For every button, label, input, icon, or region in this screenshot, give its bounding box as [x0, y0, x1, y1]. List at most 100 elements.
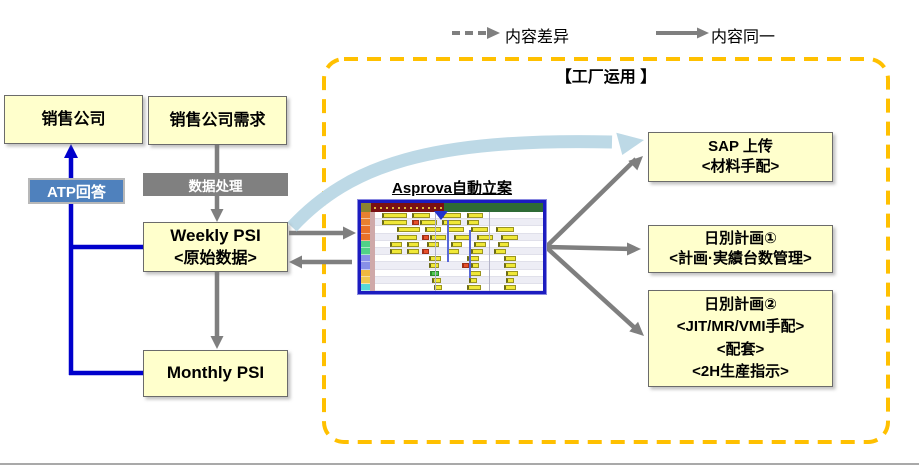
gantt-bar	[506, 277, 515, 283]
data-processing-box: 数据处理	[143, 173, 288, 196]
gantt-bar	[506, 270, 518, 276]
gantt-row	[375, 269, 543, 277]
gantt-row	[375, 283, 543, 292]
gantt-row	[375, 247, 543, 256]
gantt-row	[375, 255, 543, 263]
gantt-bar	[411, 220, 419, 226]
sales-demand-label: 销售公司需求	[169, 111, 266, 129]
monthly-psi-box: Monthly PSI	[143, 350, 288, 397]
gantt-row	[375, 226, 543, 234]
legend-solid-arrow	[656, 27, 709, 39]
daily-plan2-title: 日別計画②	[704, 295, 777, 313]
gantt-bar	[462, 263, 470, 269]
gantt-bar	[469, 277, 478, 283]
gantt-bar	[467, 213, 483, 218]
gantt-row	[375, 219, 543, 227]
gantt-bar	[504, 284, 517, 290]
daily-plan2-line4: <2H生産指示>	[692, 363, 789, 380]
weekly-psi-box: Weekly PSI <原始数据>	[143, 222, 288, 272]
gantt-bar	[428, 263, 439, 269]
atp-reply-box: ATP回答	[28, 178, 125, 204]
sap-upload-subtitle: <材料手配>	[701, 158, 780, 175]
gantt-gridline	[489, 212, 491, 291]
gantt-link-line	[469, 230, 471, 278]
gantt-label-column	[361, 212, 370, 292]
gantt-bar	[450, 241, 463, 247]
gantt-bar	[494, 248, 507, 254]
atp-reply-label: ATP回答	[47, 183, 106, 201]
daily-plan2-line3: <配套>	[716, 340, 765, 358]
gantt-label-cell	[361, 219, 370, 227]
gantt-bar	[442, 220, 461, 226]
gantt-date-marker-icon	[433, 211, 448, 220]
gantt-bar	[406, 241, 419, 247]
gantt-bar	[470, 227, 488, 233]
gantt-label-cell	[361, 212, 370, 220]
gantt-bar	[422, 234, 429, 240]
legend-dashed-arrow	[452, 27, 500, 39]
bottom-divider	[0, 463, 919, 465]
gantt-bar	[427, 241, 439, 247]
factory-frame-title: 【工厂运用 】	[555, 69, 657, 86]
gantt-bar	[422, 248, 429, 254]
gantt-bar	[467, 284, 481, 290]
sales-company-label: 销售公司	[41, 110, 106, 128]
gantt-bar	[504, 263, 517, 269]
asprova-caption: Asprova自動立案	[391, 180, 513, 197]
gantt-row	[375, 233, 543, 241]
gantt-rows	[375, 212, 543, 292]
sales-demand-box: 销售公司需求	[148, 96, 287, 145]
gantt-bar	[411, 213, 431, 218]
gantt-row	[375, 276, 543, 284]
gantt-bar	[425, 227, 441, 233]
gantt-label-cell	[361, 276, 370, 284]
gantt-row	[375, 240, 543, 248]
gantt-bar	[469, 270, 481, 276]
gantt-bar	[501, 234, 518, 240]
monthly-psi-label: Monthly PSI	[166, 363, 265, 383]
daily-plan1-box: 日別計画① <計画·実績台数管理>	[648, 225, 833, 273]
gantt-label-cell	[361, 247, 370, 256]
daily-plan2-box: 日別計画② <JIT/MR/VMI手配> <配套> <2H生産指示>	[648, 290, 833, 387]
gantt-label-cell	[361, 233, 370, 241]
gantt-bar	[390, 248, 402, 254]
gantt-header-green	[443, 203, 543, 212]
gantt-bar	[447, 227, 465, 233]
gantt-header	[361, 203, 543, 212]
gantt-bar	[430, 234, 446, 240]
gantt-bar	[474, 241, 486, 247]
gantt-bar	[497, 241, 510, 247]
gantt-label-cell	[361, 283, 370, 292]
gantt-bar	[467, 220, 480, 226]
daily-plan1-subtitle: <計画·実績台数管理>	[669, 250, 812, 267]
asprova-screenshot	[358, 200, 546, 294]
daily-plan1-title: 日別計画①	[704, 229, 777, 247]
gantt-label-cell	[361, 226, 370, 234]
gantt-label-cell	[361, 269, 370, 277]
gantt-bar	[504, 256, 517, 262]
daily-plan2-line2: <JIT/MR/VMI手配>	[676, 318, 805, 335]
gantt-header-stub	[361, 203, 371, 212]
legend-solid-label: 内容同一	[711, 29, 776, 46]
gantt-gridline	[435, 212, 437, 291]
gantt-label-cell	[361, 255, 370, 263]
gantt-bar	[406, 248, 419, 254]
gantt-bar	[477, 234, 493, 240]
weekly-psi-subtitle: <原始数据>	[174, 249, 257, 267]
gantt-bar	[470, 248, 483, 254]
data-processing-label: 数据处理	[188, 178, 243, 194]
atp-up-arrowhead	[64, 144, 78, 158]
sap-upload-box: SAP 上传 <材料手配>	[648, 132, 833, 182]
gantt-bar	[447, 248, 459, 254]
weekly-psi-title: Weekly PSI	[170, 225, 261, 245]
gantt-bar	[381, 220, 407, 226]
gantt-label-cell	[361, 240, 370, 248]
gantt-bar	[495, 227, 515, 233]
gantt-bar	[396, 227, 421, 233]
gantt-row	[375, 262, 543, 270]
gantt-row	[375, 212, 543, 220]
gantt-label-cell	[361, 262, 370, 270]
gantt-bar	[470, 263, 480, 269]
legend-dashed-label: 内容差异	[505, 29, 570, 46]
